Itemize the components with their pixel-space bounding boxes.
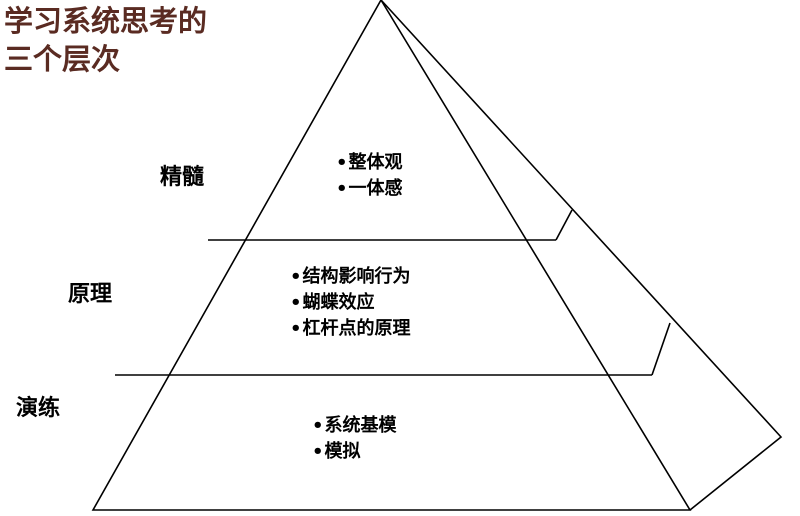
bullet-item: 整体观: [336, 150, 403, 176]
bullet-item: 模拟: [312, 439, 397, 465]
title-line-1: 学习系统思考的: [4, 4, 208, 38]
bullet-item: 系统基模: [312, 413, 397, 439]
title-line-2: 三个层次: [4, 42, 121, 76]
side-divider-upper: [555, 209, 573, 241]
bullet-item: 蝴蝶效应: [290, 290, 411, 316]
pyramid-side-face: [380, 0, 783, 511]
level-label-essence: 精髓: [160, 164, 205, 190]
bullet-item: 结构影响行为: [290, 264, 411, 290]
level-label-practice: 演练: [16, 395, 61, 421]
diagram-title: 学习系统思考的 三个层次: [4, 2, 207, 78]
practice-bullet-list: 系统基模 模拟: [312, 413, 397, 465]
bullet-item: 杠杆点的原理: [290, 316, 411, 342]
side-divider-lower: [651, 322, 671, 376]
pyramid-front-face: [91, 0, 692, 511]
bullet-item: 一体感: [336, 176, 403, 202]
principle-bullet-list: 结构影响行为 蝴蝶效应 杠杆点的原理: [290, 264, 411, 342]
level-label-principle: 原理: [68, 281, 113, 307]
essence-bullet-list: 整体观 一体感: [336, 150, 403, 202]
